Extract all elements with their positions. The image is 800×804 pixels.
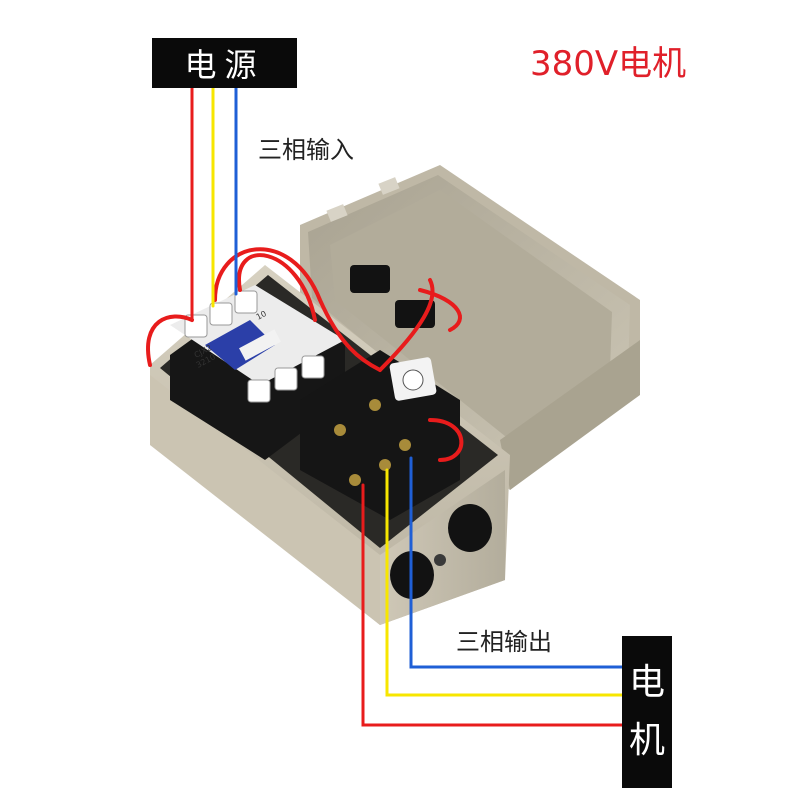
motor-char-1: 电: [628, 662, 665, 704]
page-title: 380V电机: [530, 44, 687, 84]
thermal-relay: [300, 350, 460, 520]
motor-label: 电 机: [622, 636, 672, 788]
output-wires: [361, 456, 627, 727]
three-phase-input-label: 三相输入: [258, 136, 354, 164]
motor-char-2: 机: [628, 720, 665, 761]
power-source-text: 电源: [184, 46, 265, 84]
three-phase-output-label: 三相输出: [456, 628, 552, 656]
power-source-label: 电源: [152, 38, 297, 88]
start-stop-button-icon: [350, 265, 435, 328]
input-wires: [190, 86, 238, 320]
box-lid: [300, 165, 640, 490]
contactor-aux-text: 10: [255, 309, 268, 322]
internal-wires: [146, 247, 464, 462]
